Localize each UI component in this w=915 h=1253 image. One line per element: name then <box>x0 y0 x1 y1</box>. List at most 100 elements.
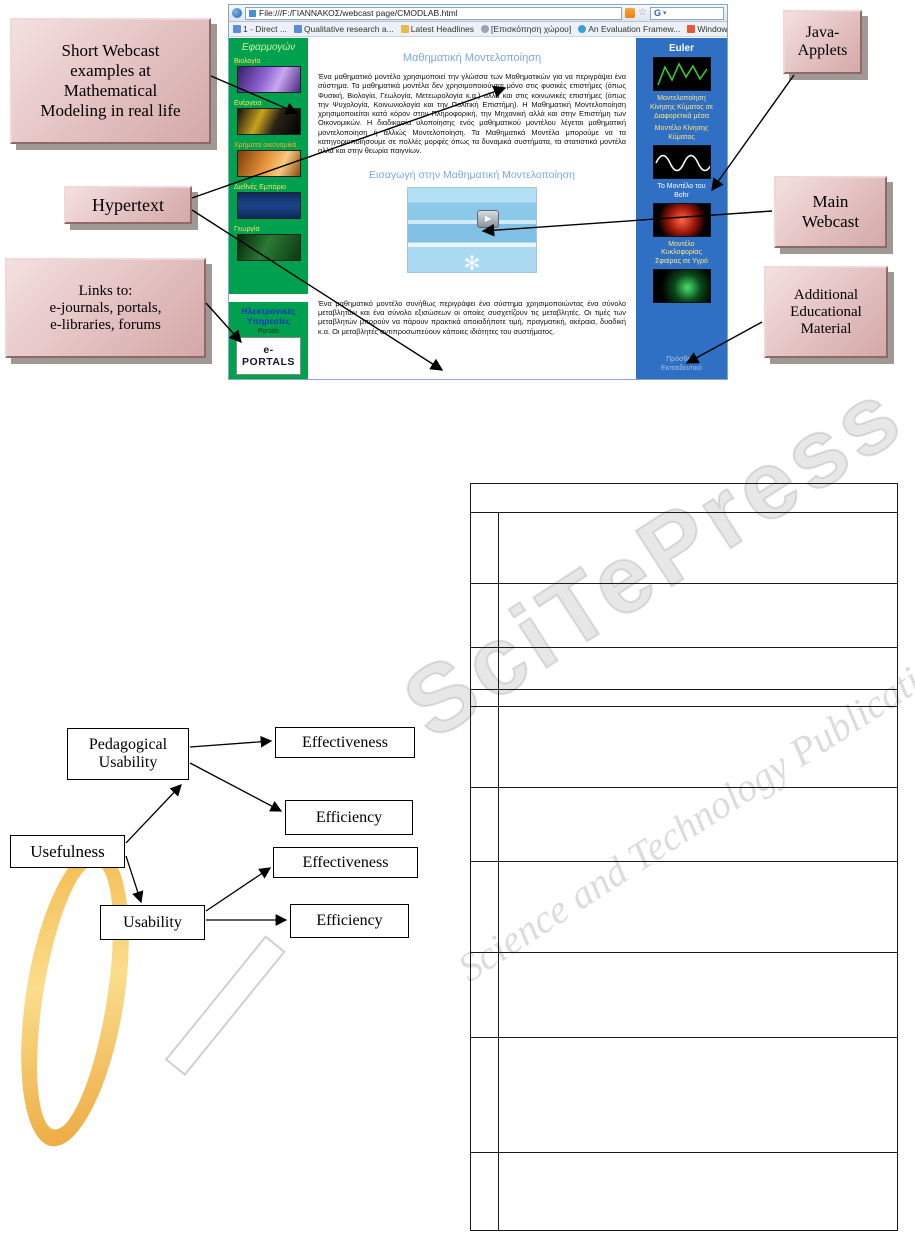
diagram-node-usefulness: Usefulness <box>10 835 125 868</box>
application-label[interactable]: Ενέργεια <box>234 100 262 107</box>
application-item[interactable]: Χρήματα οικονομικά <box>234 142 303 177</box>
arrow-usefulness-pedagogical <box>125 784 182 844</box>
page-icon <box>233 25 241 33</box>
address-bar: File:///F:/ΓΙΑΝΝΑΚΟΣ/webcast page/CMODLA… <box>229 5 727 22</box>
graph-icon <box>656 62 708 86</box>
bookmark-item[interactable]: 1 - Direct ... <box>233 24 287 34</box>
sine-wave-icon <box>654 154 710 172</box>
publisher-logo-hole <box>22 859 128 1135</box>
bookmark-label: An Evaluation Framew... <box>588 24 681 34</box>
application-item[interactable]: Βιολογία <box>234 58 303 93</box>
applications-sidebar-title: Εφαρμογών <box>241 42 296 53</box>
diagram-node-efficiency-bottom: Efficiency <box>290 904 409 938</box>
table-cell <box>471 648 499 689</box>
applications-sidebar: Εφαρμογών Βιολογία Ενέργεια Χρήματα οικο… <box>229 38 308 294</box>
applet-caption[interactable]: Μοντελοποίηση Κίνησης Κύματος σε Διαφορε… <box>649 95 714 120</box>
application-label[interactable]: Γεωργία <box>234 226 260 233</box>
additional-material-link[interactable]: Πρόσθετο Εκπαιδευτικό <box>661 356 702 372</box>
arrow-pedagogical-effectiveness <box>189 735 273 748</box>
page-title: Μαθηματική Μοντελοποίηση <box>402 52 542 64</box>
table-row <box>471 648 897 690</box>
bookmark-item[interactable]: Windows <box>687 24 727 34</box>
webcast-player[interactable]: ▶ ✻ <box>407 186 537 275</box>
applet-title-euler[interactable]: Euler <box>668 43 694 54</box>
application-thumbnail[interactable] <box>236 192 301 219</box>
table-cell <box>471 484 897 512</box>
diagram-node-effectiveness-top: Effectiveness <box>275 727 415 758</box>
table-row <box>471 953 897 1038</box>
callout-additional-material: Additional Educational Material <box>764 266 888 358</box>
eportals-logo[interactable]: e-PORTALS <box>236 337 301 375</box>
applet-thumbnail-wave[interactable] <box>652 144 711 179</box>
play-button[interactable]: ▶ <box>477 209 500 228</box>
intro-paragraph: Ένα μαθηματικό μοντέλο χρησιμοποιεί την … <box>318 72 626 156</box>
diagram-node-effectiveness-bottom: Effectiveness <box>273 847 418 878</box>
search-box[interactable]: G ▾ <box>650 6 724 20</box>
arrow-usability-effectiveness <box>205 867 272 912</box>
table-cell <box>471 513 499 583</box>
portals-subtitle: Portals <box>257 328 280 335</box>
bookmark-item[interactable]: [Επισκόπηση χώρου] <box>481 24 571 34</box>
node-label: Pedagogical Usability <box>88 736 168 771</box>
applet-caption[interactable]: Το Μοντέλο του Bohr <box>657 182 706 199</box>
application-label[interactable]: Βιολογία <box>234 58 261 65</box>
application-thumbnail[interactable] <box>236 66 301 93</box>
table-cell <box>499 584 897 647</box>
table-cell <box>471 690 499 706</box>
bookmark-item[interactable]: An Evaluation Framew... <box>578 24 680 34</box>
application-item[interactable]: Ενέργεια <box>234 100 303 135</box>
table-cell <box>471 584 499 647</box>
video-title[interactable]: Εισαγωγή στην Μαθηματική Μοντελοποίηση <box>369 168 575 181</box>
bookmark-item[interactable]: Latest Headlines <box>400 24 474 34</box>
callout-additional-material-label: Additional Educational Material <box>790 286 862 337</box>
application-item[interactable]: Διεθνές Εμπόριο <box>234 184 303 219</box>
application-thumbnail[interactable] <box>236 108 301 135</box>
bookmark-label: Windows <box>697 24 727 34</box>
applet-caption[interactable]: Μοντέλο Κίνησης Κύματος <box>654 125 709 142</box>
application-thumbnail[interactable] <box>236 234 301 261</box>
applets-sidebar: Euler Μοντελοποίηση Κίνησης Κύματος σε Δ… <box>636 38 727 379</box>
main-content: Μαθηματική Μοντελοποίηση Ένα μαθηματικό … <box>308 38 636 379</box>
table-row <box>471 584 897 648</box>
page-icon <box>293 25 302 33</box>
applet-thumbnail-bohr[interactable] <box>652 202 711 237</box>
callout-hypertext-label: Hypertext <box>92 194 164 215</box>
callout-main-webcast-label: Main Webcast <box>801 192 860 231</box>
table-cell <box>499 862 897 952</box>
browser-window: File:///F:/ΓΙΑΝΝΑΚΟΣ/webcast page/CMODLA… <box>228 4 728 380</box>
application-thumbnail[interactable] <box>236 150 301 177</box>
node-label: Usability <box>123 913 182 931</box>
bookmark-item[interactable]: Qualitative research a... <box>293 24 394 34</box>
table-cell <box>471 1153 499 1230</box>
table-row <box>471 1153 897 1230</box>
applet-caption[interactable]: Μοντέλο Κυκλοφορίας Σφαίρας σε Υγρό <box>655 240 708 266</box>
google-icon: G <box>654 8 662 18</box>
applet-thumbnail-euler[interactable] <box>652 57 711 91</box>
rss-icon[interactable] <box>625 8 636 18</box>
diagram-node-pedagogical-usability: Pedagogical Usability <box>67 728 189 780</box>
node-label: Efficiency <box>315 808 383 826</box>
bookmark-label: [Επισκόπηση χώρου] <box>491 24 572 34</box>
arrow-usefulness-usability <box>125 855 144 904</box>
callout-links-to: Links to: e-journals, portals, e-librari… <box>5 258 206 358</box>
table-cell <box>471 788 499 861</box>
table-cell <box>499 513 897 583</box>
diagram-node-usability: Usability <box>100 905 205 940</box>
windows-icon <box>687 25 696 33</box>
table-row <box>471 788 897 862</box>
application-label[interactable]: Διεθνές Εμπόριο <box>234 184 287 191</box>
application-label[interactable]: Χρήματα οικονομικά <box>234 142 297 149</box>
node-label: Usefulness <box>30 841 105 861</box>
url-field[interactable]: File:///F:/ΓΙΑΝΝΑΚΟΣ/webcast page/CMODLA… <box>245 6 623 20</box>
table-cell <box>499 707 897 787</box>
browser-icon <box>232 8 242 18</box>
callout-main-webcast: Main Webcast <box>774 176 887 248</box>
application-item[interactable]: Γεωργία <box>234 226 303 261</box>
globe-icon <box>578 25 587 33</box>
node-label: Effectiveness <box>302 733 388 751</box>
applet-thumbnail-sphere[interactable] <box>652 268 711 303</box>
sphere-icon <box>653 269 710 302</box>
table-row <box>471 707 897 788</box>
table-cell <box>499 690 897 706</box>
bookmark-star-icon[interactable]: ☆ <box>638 7 647 18</box>
